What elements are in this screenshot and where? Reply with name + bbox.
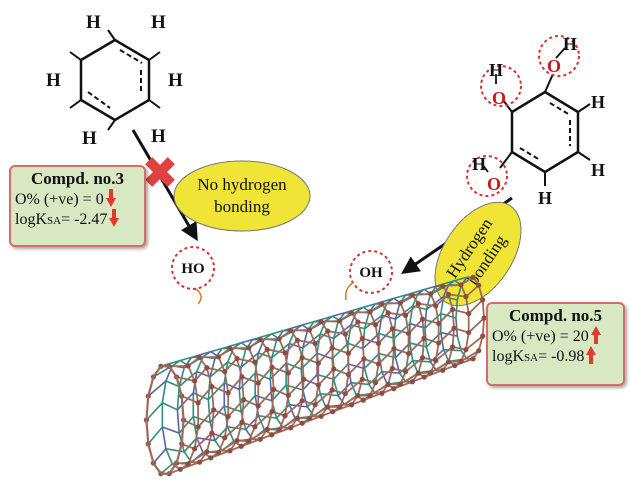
pyro-h-3: H [472, 154, 486, 174]
benzene-h-top-left: H [86, 12, 101, 33]
compd3-o-value: 0 [95, 191, 104, 208]
compd5-log-sub: SA [524, 352, 539, 364]
oh-group: OH [344, 250, 393, 301]
no-hydrogen-bonding-label: No hydrogen bonding [173, 160, 311, 232]
benzene-h-right: H [168, 70, 183, 91]
compd3-logk-row: logKSA= -2.47 [15, 209, 140, 229]
compd3-oxygen-row: O% (+ve) = 0 [15, 189, 140, 209]
arrow-up-icon [586, 346, 597, 364]
pyro-o-2: O [492, 88, 506, 108]
compd5-oxygen-row: O% (+ve) = 20 [492, 326, 619, 346]
no-hbond-line2: bonding [214, 197, 270, 216]
no-bond-cross-icon [145, 157, 175, 187]
pyrogallol-molecule: H O H O H O H H H [466, 34, 605, 208]
benzene-arrow [131, 129, 198, 242]
pyro-ring-h-1: H [591, 92, 605, 112]
compd5-log-prefix: logK [492, 348, 524, 365]
ho-group: HO [171, 246, 215, 305]
compd3-title: Compd. no.3 [30, 169, 125, 188]
arrow-up-icon [590, 326, 601, 344]
compd5-o-value: 20 [572, 328, 589, 345]
benzene-h-top-right: H [151, 12, 166, 33]
benzene-h-bottom-left: H [82, 128, 97, 149]
pyro-ring-h-3: H [538, 188, 552, 208]
no-hbond-line1: No hydrogen [197, 175, 287, 194]
compd5-log-value: = -0.98 [538, 348, 585, 365]
compd3-log-sub: SA [47, 215, 62, 227]
pyro-ring-h-2: H [591, 160, 605, 180]
ho-label: HO [181, 261, 204, 277]
pyro-o-1: O [547, 56, 561, 76]
compd5-o-label: O% (+ve) = [492, 328, 573, 345]
arrow-down-icon [105, 189, 116, 207]
oh-label: OH [359, 265, 383, 281]
compd5-title: Compd. no.5 [508, 306, 603, 325]
compd3-o-label: O% (+ve) = [15, 191, 96, 208]
benzene-h-left: H [46, 70, 61, 91]
benzene-h-bottom-right: H [151, 126, 166, 147]
compd3-log-value: = -2.47 [61, 211, 108, 228]
benzene-molecule: H H H H H H [46, 12, 183, 149]
pyro-o-3: O [487, 174, 501, 194]
pyro-h-2: H [489, 60, 503, 80]
arrow-down-icon [109, 209, 120, 227]
compd5-info-box: Compd. no.5 O% (+ve) = 20 logKSA= -0.98 [486, 302, 625, 386]
compd3-info-box: Compd. no.3 O% (+ve) = 0 logKSA= -2.47 [9, 165, 146, 247]
carbon-nanotube [143, 274, 487, 477]
hydrogen-bonding-label: Hydrogen bonding [434, 201, 522, 307]
compd5-logk-row: logKSA= -0.98 [492, 346, 619, 366]
compd3-log-prefix: logK [15, 211, 47, 228]
pyro-h-1: H [563, 34, 577, 54]
